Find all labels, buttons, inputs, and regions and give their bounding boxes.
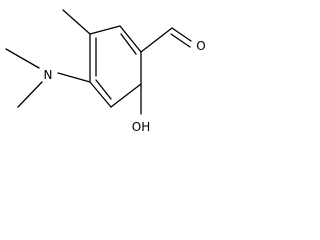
aldehyde-co-bond-b xyxy=(170,33,191,48)
structure-diagram: N O OH xyxy=(0,0,209,150)
aldehyde-co-bond-a xyxy=(171,27,192,42)
aldehyde-oxygen-label: O xyxy=(196,39,205,53)
ring-bond-bottom-right xyxy=(110,83,142,108)
hydroxyl-label: OH xyxy=(132,120,150,134)
methyl-bond xyxy=(62,9,91,35)
nitrogen-label: N xyxy=(44,68,53,82)
ring-double-bond-top-right xyxy=(120,33,137,55)
ring-bond-top-right xyxy=(119,25,142,53)
ring-bond-bottom-left xyxy=(89,81,112,108)
aldehyde-c-bond xyxy=(140,27,173,53)
ring-double-bond-bottom-left xyxy=(95,79,112,100)
amine-bond xyxy=(57,72,91,83)
n-methyl-down-bond xyxy=(17,81,43,108)
ring-bond-top-left xyxy=(89,25,121,35)
n-methyl-up-bond xyxy=(5,48,40,69)
molecule-canvas: N O OH xyxy=(5,9,206,134)
